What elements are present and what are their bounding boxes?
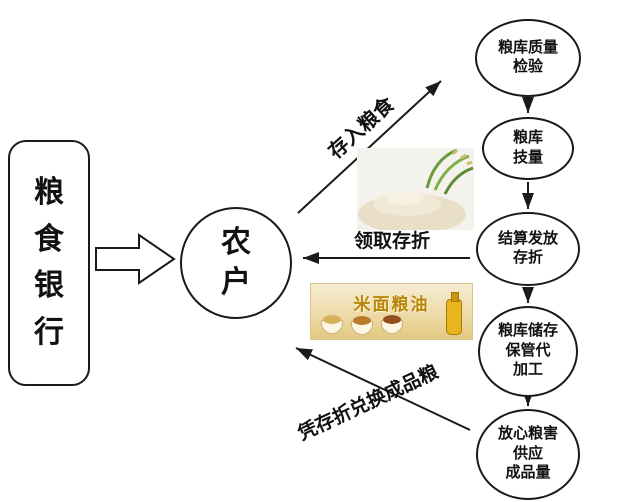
stage-text: 技量 [512,149,543,166]
stage-text: 存折 [512,250,543,266]
stage-text: 放心粮害 [497,426,558,443]
stage-text: 粮库质量 [497,39,558,56]
passbook-label: 领取存折 [353,231,430,252]
grain-bowl-icon [381,315,403,334]
farmer-node: 农户 [180,207,292,319]
grain-bowl-icon [321,315,343,334]
grain-oil-banner-photo: 米面粮油 [310,283,473,340]
farmer-label: 农户 [221,225,251,300]
stage-supply-finished: 放心粮害 供应 成品量 [476,409,580,500]
stage-text: 加工 [512,362,543,379]
grain-bank-label: 粮食银行 [34,176,64,349]
stage-text: 结算发放 [497,230,558,247]
banner-title: 米面粮油 [353,295,430,314]
stage-storage-processing: 粮库储存 保管代 加工 [478,306,578,397]
grain-bowl-icon [351,316,373,335]
stage-text: 粮库储存 [497,323,558,340]
stage-text: 保管代 [505,342,551,359]
bank-to-farmer-arrow [95,233,176,285]
stage-text: 成品量 [505,465,551,482]
rice-photo-graphic [357,148,474,230]
deposit-arrow [297,80,442,214]
redeem-arrow [295,347,471,431]
stage-text: 粮库 [512,130,543,146]
stage-measurement: 粮库 技量 [482,117,574,180]
grain-bank-node: 粮食银行 [8,140,90,386]
stage-text: 供应 [512,445,543,462]
oil-bottle-icon [446,292,462,335]
stage-settlement: 结算发放 存折 [476,212,580,286]
rice-photo [357,148,474,230]
stage-quality-inspection: 粮库质量 检验 [475,19,581,97]
stage-text: 检验 [512,59,543,75]
